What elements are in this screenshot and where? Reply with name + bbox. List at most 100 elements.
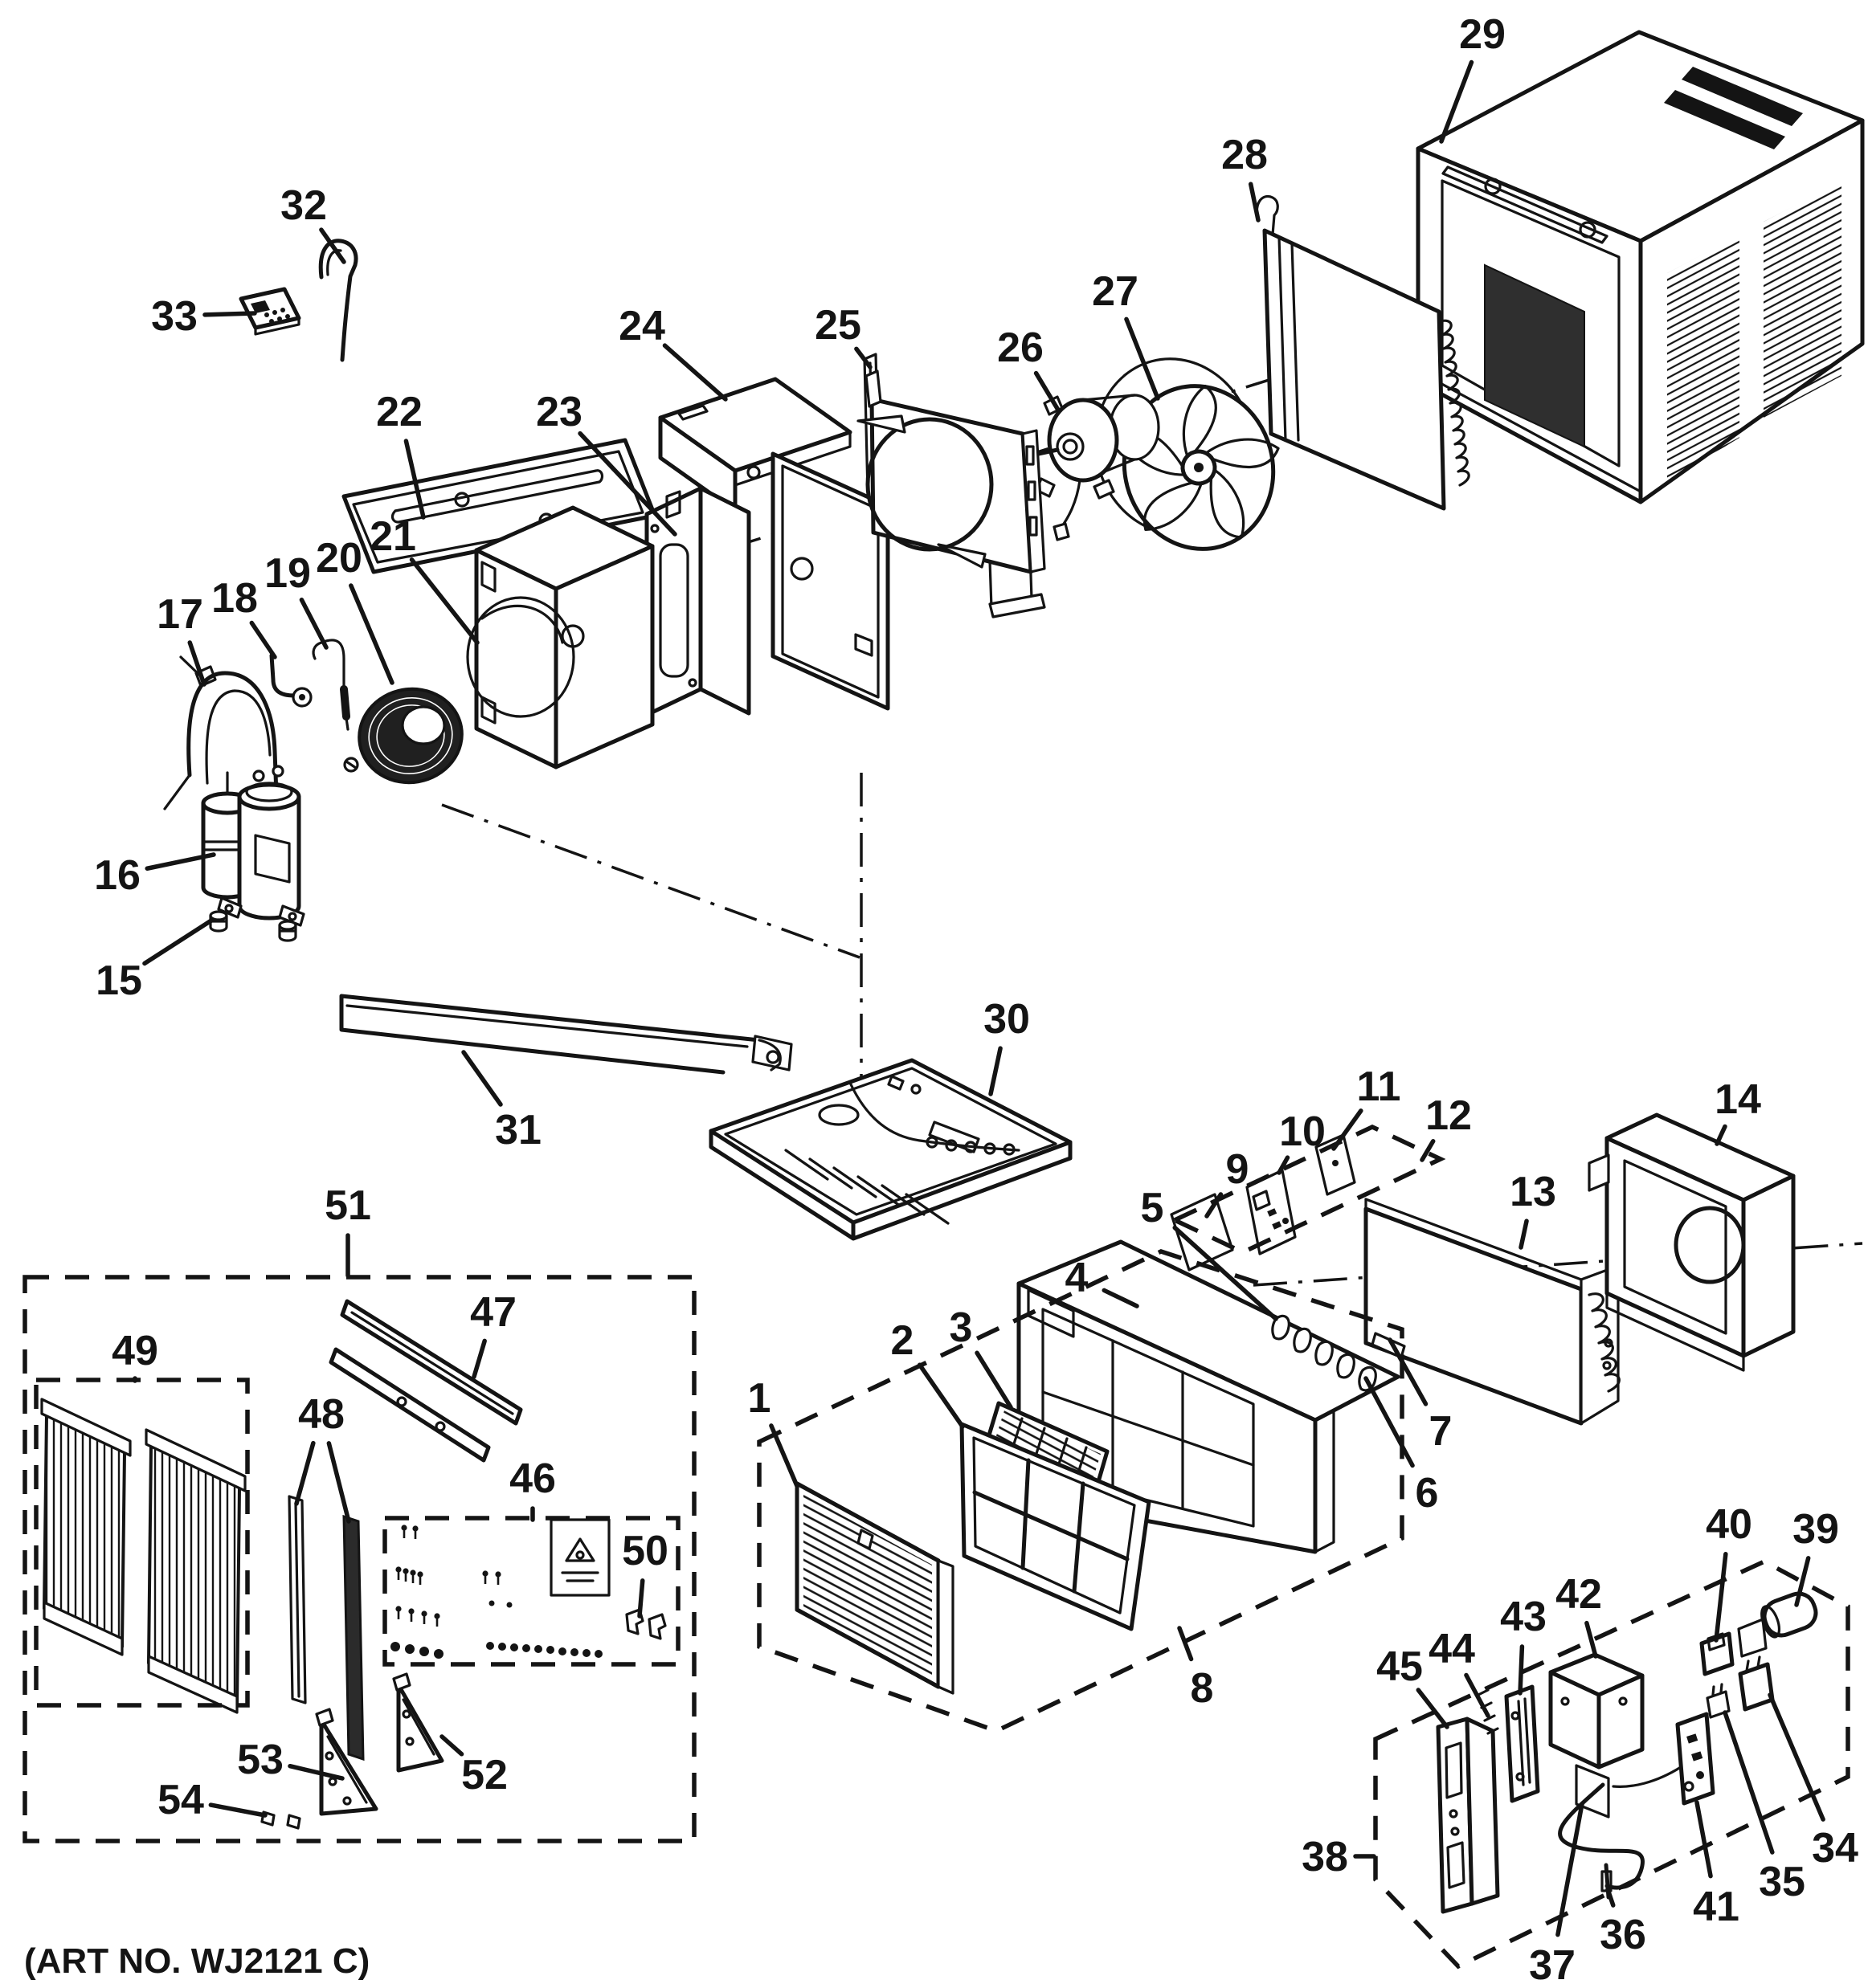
dashed-box-curtain-49 [34, 1378, 250, 1708]
part-label-6: 6 [1416, 1470, 1439, 1517]
part-34-relay [1738, 1655, 1775, 1712]
part-19-capillary-drier [312, 639, 350, 731]
part-13-evaporator-coil [1363, 1198, 1621, 1426]
part-label-10: 10 [1279, 1108, 1326, 1155]
art-number: (ART NO. WJ2121 C) [24, 1941, 370, 1981]
part-label-54: 54 [157, 1777, 204, 1823]
part-label-50: 50 [622, 1528, 668, 1574]
part-label-19: 19 [264, 550, 311, 597]
part-label-28: 28 [1221, 132, 1268, 178]
dashed-box-electrical-38 [1373, 1558, 1850, 1970]
part-label-25: 25 [815, 302, 861, 349]
part-23-bracket [644, 451, 890, 717]
dashed-box-hardware-46 [382, 1516, 681, 1667]
part-46-hardware-bag [390, 1518, 611, 1659]
part-label-42: 42 [1555, 1571, 1602, 1618]
part-label-15: 15 [96, 957, 142, 1004]
part-label-47: 47 [470, 1289, 517, 1336]
dashed-box-control-panel-9-12 [1169, 1124, 1446, 1255]
part-49-side-curtains [40, 1398, 247, 1714]
part-41-power-board [1612, 1712, 1715, 1806]
part-label-12: 12 [1425, 1092, 1472, 1139]
part-label-11: 11 [1357, 1063, 1401, 1110]
part-label-13: 13 [1510, 1169, 1556, 1215]
part-28-condenser-coil [1255, 194, 1470, 511]
part-label-22: 22 [376, 389, 423, 435]
part-label-46: 46 [509, 1455, 556, 1502]
part-18-suction-tube [269, 653, 313, 708]
part-2-air-filter [959, 1422, 1151, 1631]
part-10-control-board [1245, 1169, 1297, 1255]
part-54-screws [260, 1810, 301, 1830]
part-21-blower-housing [466, 505, 655, 769]
dashed-box-install-kit-51 [22, 1275, 697, 1843]
part-label-51: 51 [325, 1182, 371, 1229]
leader-lines [133, 59, 1825, 1937]
part-label-17: 17 [157, 591, 203, 638]
part-label-38: 38 [1302, 1834, 1348, 1880]
part-label-49: 49 [112, 1328, 158, 1374]
part-label-36: 36 [1600, 1912, 1646, 1958]
part-label-14: 14 [1715, 1076, 1761, 1123]
part-label-21: 21 [370, 513, 416, 560]
part-label-33: 33 [151, 293, 198, 340]
part-14-shroud [1588, 1112, 1796, 1372]
part-30-base-pan [709, 1058, 1073, 1241]
part-48-seal-strips [288, 1495, 365, 1761]
part-label-53: 53 [237, 1737, 284, 1783]
fan-orifice-panel [856, 369, 1046, 574]
part-label-44: 44 [1429, 1626, 1475, 1672]
part-32-cord-hook [318, 239, 358, 362]
part-label-24: 24 [619, 303, 665, 349]
part-24-top-cover [658, 377, 852, 513]
part-label-48: 48 [298, 1391, 345, 1438]
part-27-fan [1093, 357, 1280, 551]
part-label-37: 37 [1529, 1942, 1576, 1988]
part-label-20: 20 [316, 535, 362, 582]
part-label-1: 1 [748, 1375, 771, 1422]
part-label-26: 26 [997, 325, 1044, 371]
part-label-43: 43 [1500, 1594, 1547, 1640]
part-label-5: 5 [1141, 1185, 1164, 1231]
part-label-7: 7 [1429, 1408, 1453, 1455]
part-16-compressor [201, 765, 305, 927]
part-label-23: 23 [536, 389, 582, 435]
part-label-29: 29 [1459, 11, 1506, 58]
part-53-support-bracket [315, 1708, 378, 1816]
part-15-grommets [209, 910, 297, 942]
dashed-box-front-assembly-8 [757, 1249, 1404, 1733]
part-label-18: 18 [211, 575, 258, 622]
part-label-40: 40 [1706, 1501, 1752, 1548]
part-label-4: 4 [1065, 1255, 1089, 1301]
part-17-discharge-tube [163, 655, 279, 810]
part-43-plate [1504, 1684, 1540, 1803]
part-45-bracket [1436, 1717, 1500, 1914]
part-label-34: 34 [1812, 1825, 1858, 1872]
part-31-drain-channel [339, 994, 793, 1075]
part-label-45: 45 [1376, 1643, 1423, 1690]
part-label-32: 32 [280, 182, 327, 229]
dashed-boxes [22, 1124, 1850, 1970]
part-label-16: 16 [94, 852, 141, 899]
part-20-blower-wheel [343, 687, 464, 785]
part-label-31: 31 [495, 1107, 542, 1153]
part-39-capacitor [1737, 1591, 1818, 1658]
part-label-2: 2 [891, 1317, 914, 1364]
part-52-support-bracket [392, 1672, 444, 1773]
part-label-52: 52 [461, 1752, 508, 1798]
part-label-30: 30 [983, 996, 1030, 1043]
part-50-clips [625, 1608, 667, 1640]
part-label-3: 3 [950, 1304, 973, 1351]
part-label-9: 9 [1226, 1146, 1249, 1193]
part-label-8: 8 [1191, 1665, 1214, 1712]
part-29-cabinet [1416, 30, 1865, 504]
part-33-remote-control [239, 287, 301, 336]
part-label-39: 39 [1792, 1506, 1839, 1553]
part-label-41: 41 [1693, 1884, 1739, 1930]
part-47-top-rail [329, 1299, 523, 1463]
part-42-control-box [1548, 1652, 1645, 1819]
part-1-front-grille [795, 1481, 954, 1695]
